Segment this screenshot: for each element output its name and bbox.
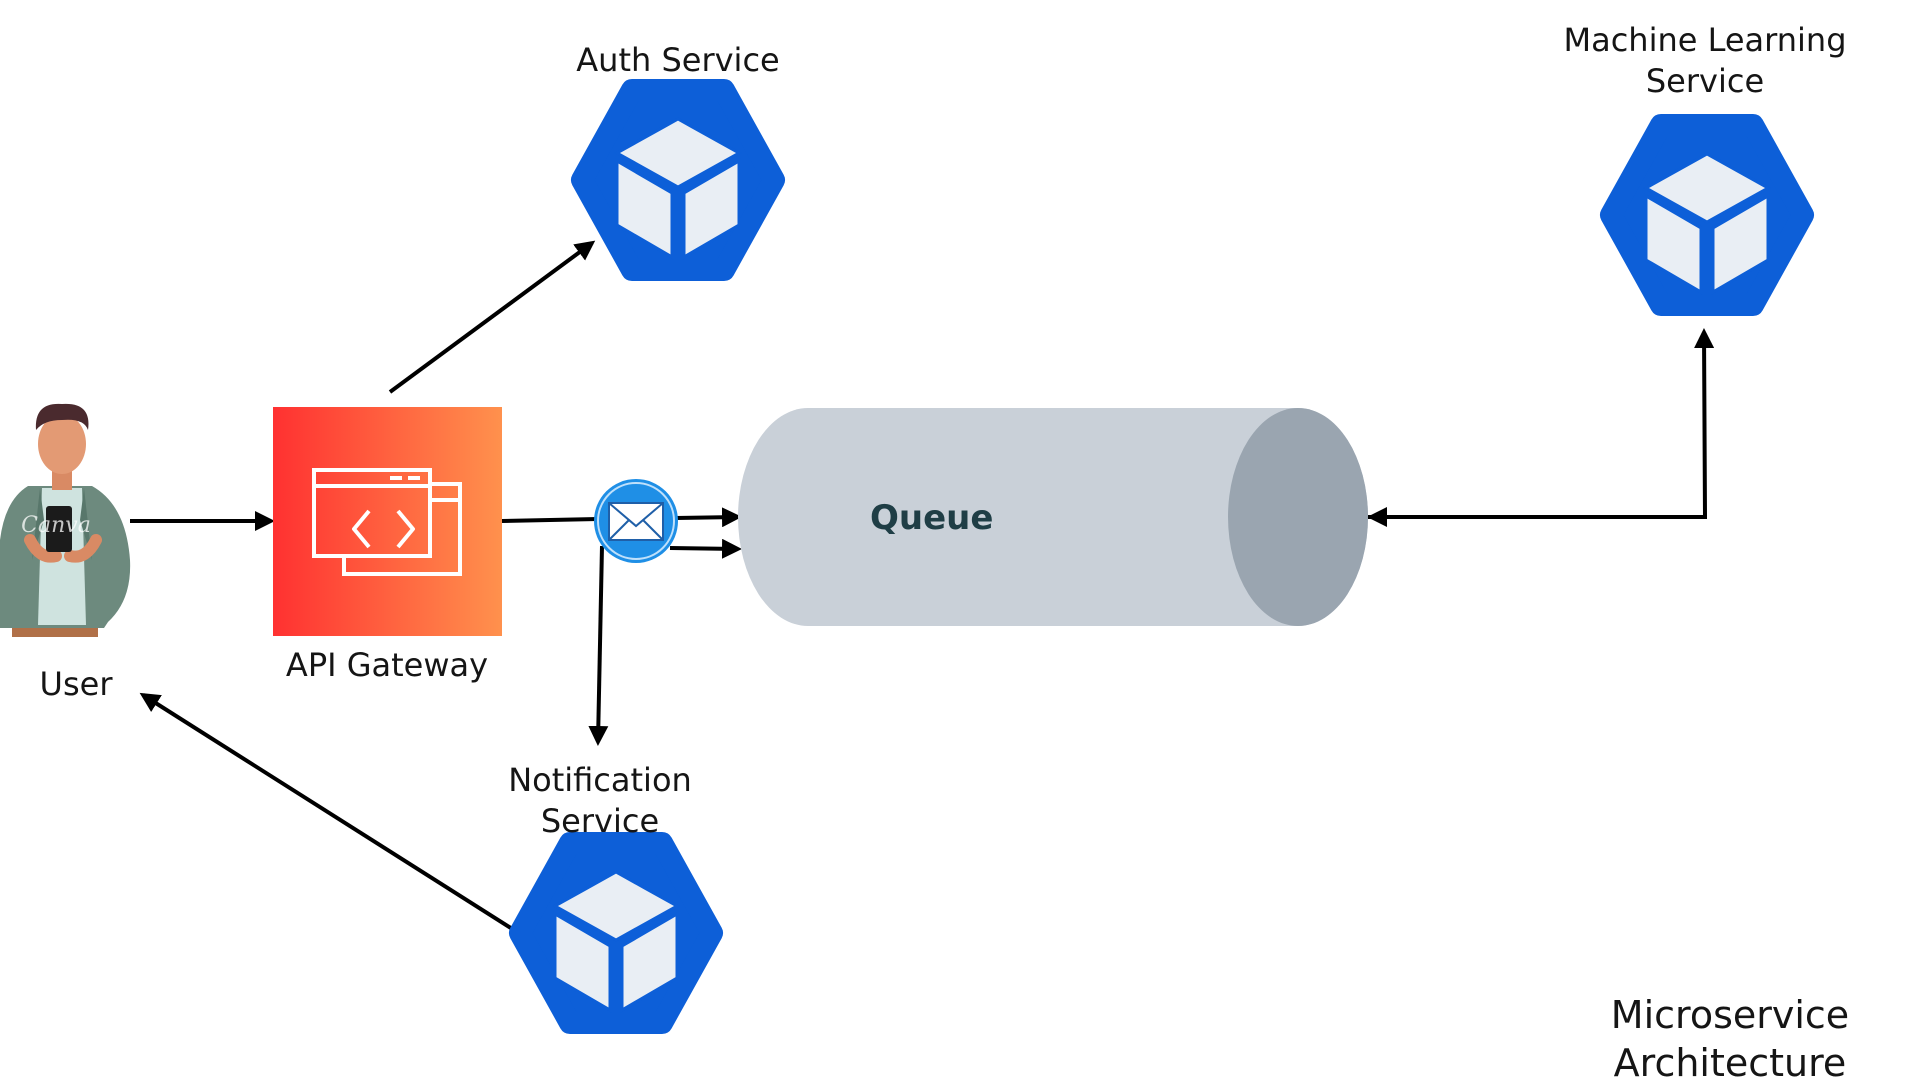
- edge-queue-to-ml: [1366, 328, 1715, 519]
- notification-service-icon: [520, 843, 712, 1023]
- auth-service-label: Auth Service: [576, 41, 780, 79]
- queue-label: Queue: [870, 498, 994, 538]
- ml-service-label: Machine Learning Service: [1560, 20, 1850, 102]
- notification-service-label-line1: Notification: [508, 761, 692, 799]
- envelope-icon: [594, 479, 678, 563]
- user-watermark: Canva: [21, 513, 91, 538]
- diagram-caption: Microservice Architecture: [1600, 991, 1860, 1087]
- user-label: User: [39, 665, 113, 703]
- edge-notification-to-user: [139, 692, 516, 932]
- edge-gateway-to-mail: [501, 517, 599, 523]
- edge-mail-to-queue-lower: [669, 538, 742, 559]
- notification-service-label: Notification Service: [480, 760, 720, 842]
- connector-lines: [130, 240, 1715, 932]
- ml-service-label-line2: Service: [1645, 62, 1765, 100]
- edge-gateway-to-auth: [388, 240, 596, 394]
- diagram-caption-line1: Microservice: [1610, 993, 1850, 1037]
- diagram-caption-line2: Architecture: [1613, 1041, 1847, 1085]
- user-avatar: Canva: [0, 403, 131, 637]
- auth-service-icon: [582, 90, 774, 270]
- edge-mail-to-notification: [588, 545, 609, 746]
- queue-cylinder-end: [1228, 408, 1368, 626]
- api-gateway-label: API Gateway: [285, 646, 489, 684]
- api-gateway-icon: [273, 407, 502, 636]
- ml-service-icon: [1611, 125, 1803, 305]
- edge-mail-to-queue-upper: [675, 507, 742, 528]
- notification-service-label-line2: Service: [540, 802, 660, 840]
- ml-service-label-line1: Machine Learning: [1563, 21, 1847, 59]
- queue-cylinder: [738, 408, 1368, 626]
